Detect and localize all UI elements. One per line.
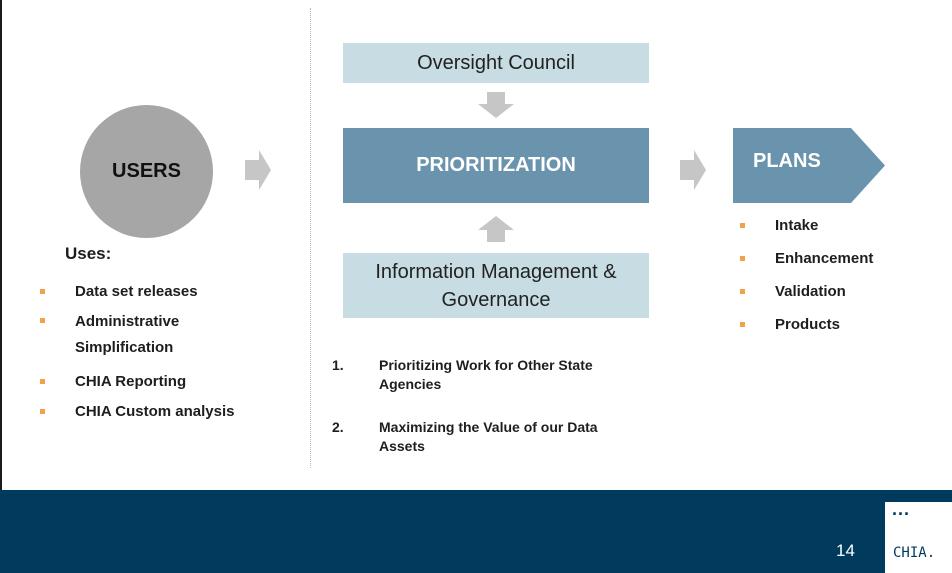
list-item: Administrative Simplification: [40, 309, 305, 361]
page-number: 14: [836, 541, 855, 560]
bullet-icon: [740, 223, 745, 228]
plans-list: Intake Enhancement Validation Products: [740, 217, 940, 349]
prioritization-box: PRIORITIZATION: [343, 128, 649, 203]
list-item: Products: [740, 316, 940, 334]
bullet-icon: [40, 379, 45, 384]
bullet-icon: [740, 256, 745, 261]
list-item: 1.Prioritizing Work for Other State Agen…: [332, 357, 593, 392]
list-item: Enhancement: [740, 250, 940, 268]
column-divider: [310, 8, 311, 468]
chia-logo: ... CHIA.: [885, 499, 952, 573]
logo-dots: ...: [892, 499, 911, 519]
list-item: 2.Maximizing the Value of our Data Asset…: [332, 419, 598, 454]
oversight-council-box: Oversight Council: [343, 43, 649, 83]
footer-bar: [0, 490, 952, 573]
users-circle: USERS: [80, 105, 213, 238]
list-item: Validation: [740, 283, 940, 301]
logo-text: CHIA.: [893, 545, 936, 561]
users-to-prioritization-arrow-icon: [245, 150, 271, 190]
plans-label: PLANS: [753, 150, 821, 172]
info-management-box: Information Management & Governance: [343, 253, 649, 318]
up-arrow-icon: [478, 216, 514, 242]
bullet-icon: [40, 318, 45, 323]
uses-heading: Uses:: [65, 244, 112, 263]
list-item: CHIA Reporting: [40, 373, 305, 391]
list-item: Intake: [740, 217, 940, 235]
numbered-list: 1.Prioritizing Work for Other State Agen…: [332, 356, 632, 480]
down-arrow-icon: [478, 92, 514, 118]
bullet-icon: [740, 289, 745, 294]
list-item: Data set releases: [40, 283, 305, 301]
bullet-icon: [40, 409, 45, 414]
bullet-icon: [40, 289, 45, 294]
list-item: CHIA Custom analysis: [40, 403, 305, 421]
slide-left-border: [0, 0, 2, 490]
prioritization-to-plans-arrow-icon: [680, 150, 706, 190]
bullet-icon: [740, 322, 745, 327]
uses-list: Data set releases Administrative Simplif…: [40, 283, 305, 433]
plans-pentagon: [733, 128, 885, 203]
users-circle-label: USERS: [112, 160, 181, 182]
